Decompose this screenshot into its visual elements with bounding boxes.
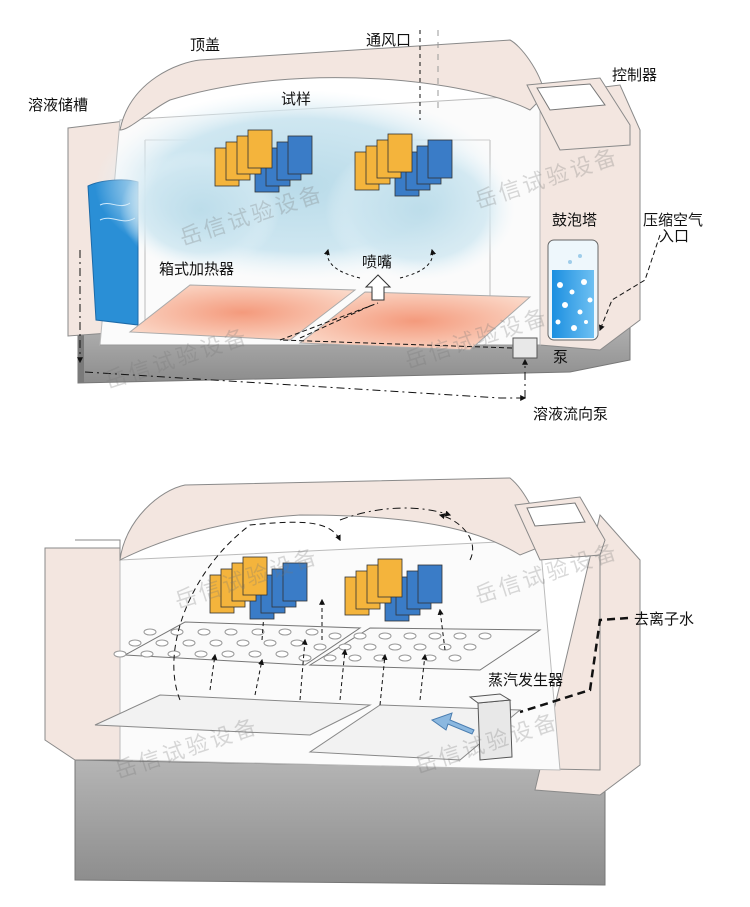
label-solution-flow-pump: 溶液流向泵 <box>533 405 609 423</box>
tray-hole <box>378 632 392 640</box>
specimen-panel <box>377 558 403 598</box>
tray-hole <box>236 639 250 647</box>
box-heater-left <box>128 284 357 341</box>
label-top-cover: 顶盖 <box>190 36 221 54</box>
label-pump: 泵 <box>553 348 569 366</box>
specimen-panel <box>387 133 413 173</box>
tray-hole <box>248 650 262 658</box>
tray-hole <box>353 632 367 640</box>
specimen-panel <box>242 556 268 596</box>
tray-hole <box>428 632 442 640</box>
specimen-panel <box>247 129 273 169</box>
controller-screen <box>536 83 606 111</box>
specimens-top <box>214 129 453 197</box>
tray-hole <box>140 650 154 658</box>
tray-hole <box>323 654 337 662</box>
tray-hole <box>423 654 437 662</box>
specimen-panel <box>417 564 443 604</box>
tray-hole <box>128 639 142 647</box>
tray-hole <box>313 643 327 651</box>
tray-hole <box>298 654 312 662</box>
tray-hole <box>251 628 265 636</box>
tray-hole <box>182 639 196 647</box>
tray-hole <box>113 650 127 658</box>
label-nozzle: 喷嘴 <box>362 253 393 271</box>
label-vent: 通风口 <box>366 31 412 49</box>
label-compressed-air-2: 入口 <box>659 227 690 245</box>
tray-hole <box>155 639 169 647</box>
tray-hole <box>143 628 157 636</box>
tray-hole <box>478 632 492 640</box>
top-cover <box>119 39 546 131</box>
specimens-bottom <box>209 556 443 622</box>
tray-hole <box>290 639 304 647</box>
tray-hole <box>275 650 289 658</box>
specimen-panel <box>427 139 453 179</box>
label-deionized-water: 去离子水 <box>634 610 695 628</box>
label-controller: 控制器 <box>612 66 658 84</box>
tray-hole <box>403 632 417 640</box>
specimen-panel <box>287 135 313 175</box>
tray-hole <box>224 628 238 636</box>
tray-hole <box>328 632 342 640</box>
tray-hole <box>453 632 467 640</box>
label-specimen: 试样 <box>281 90 312 108</box>
tray-hole <box>221 650 235 658</box>
tray-hole <box>413 643 427 651</box>
label-bubble-tower: 鼓泡塔 <box>552 211 598 229</box>
tray-hole <box>388 643 402 651</box>
tray-hole <box>278 628 292 636</box>
tray-hole <box>363 643 377 651</box>
pump-box <box>512 337 538 359</box>
bottom-base <box>74 759 606 886</box>
tray-hole <box>263 639 277 647</box>
tray-hole <box>463 643 477 651</box>
tray-hole <box>209 639 223 647</box>
tray-hole <box>305 628 319 636</box>
tray-hole <box>348 654 362 662</box>
tray-hole <box>338 643 352 651</box>
label-steam-generator: 蒸汽发生器 <box>488 671 564 689</box>
label-solution-tank: 溶液储槽 <box>28 96 89 114</box>
tray-hole <box>170 628 184 636</box>
label-box-heater: 箱式加热器 <box>159 260 235 278</box>
box-heater-right <box>298 291 532 351</box>
nozzle <box>364 274 392 301</box>
tray-hole <box>448 654 462 662</box>
specimen-panel <box>282 562 308 602</box>
label-compressed-air-1: 压缩空气 <box>643 211 704 229</box>
tray-hole <box>398 654 412 662</box>
tray-hole <box>194 650 208 658</box>
tray-hole <box>197 628 211 636</box>
